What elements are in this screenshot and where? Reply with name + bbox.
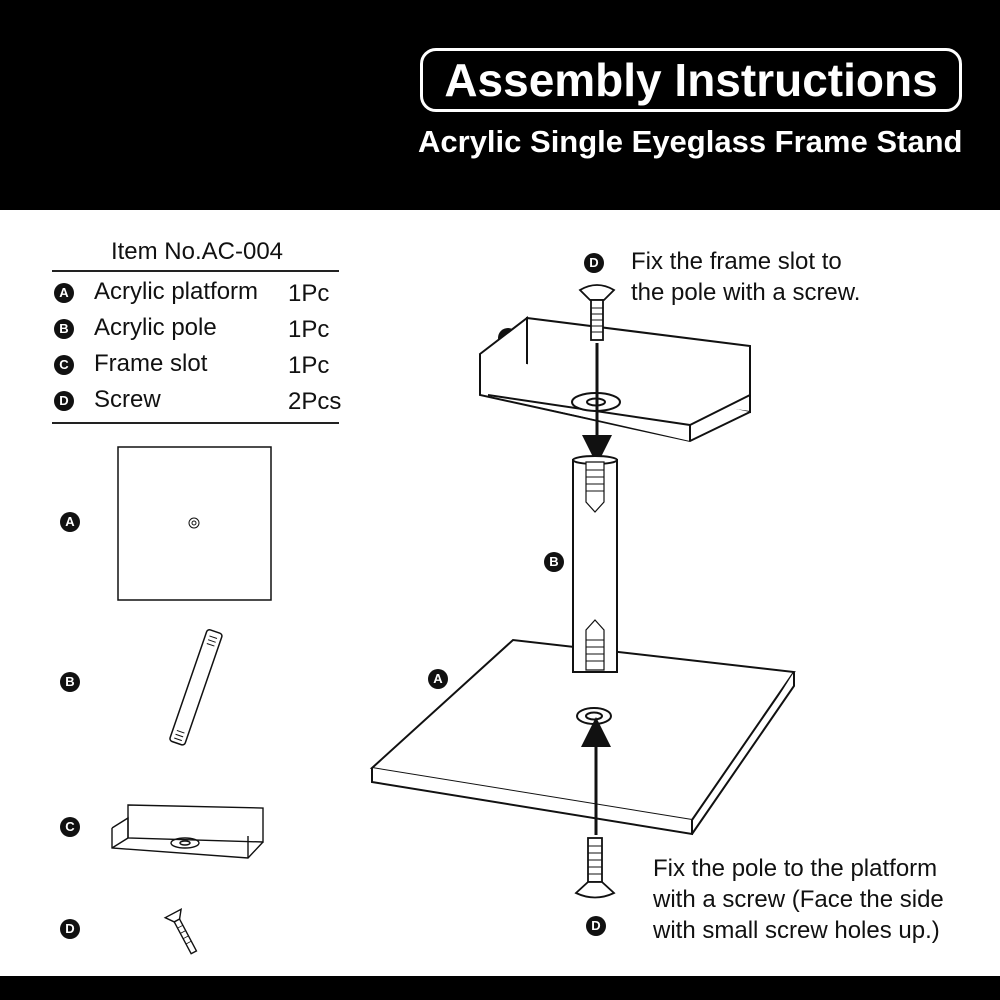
pole-diagram: [572, 455, 618, 673]
step-top-line: the pole with a screw.: [631, 279, 861, 306]
part-name: Screw: [94, 386, 161, 413]
step-top-line: Fix the frame slot to: [631, 248, 842, 275]
part-badge: B: [54, 319, 74, 339]
title-frame: Assembly Instructions: [420, 48, 962, 112]
part-qty: 2Pcs: [288, 388, 342, 415]
page-title: Assembly Instructions: [444, 54, 938, 106]
part-name: Acrylic pole: [94, 314, 217, 341]
step-bottom-line: Fix the pole to the platform: [653, 855, 938, 882]
step-bottom-badge: D: [586, 916, 606, 936]
parts-list-bottom-rule: [52, 422, 339, 424]
thumbnail-badge-c: C: [60, 817, 80, 837]
part-row-c: C Frame slot 1Pc: [52, 348, 352, 384]
step-top-badge: D: [584, 253, 604, 273]
part-badge: D: [54, 391, 74, 411]
part-qty: 1Pc: [288, 352, 330, 379]
thumbnail-badge-a: A: [60, 512, 80, 532]
header-banner: Assembly Instructions Acrylic Single Eye…: [0, 0, 1000, 210]
part-row-d: D Screw 2Pcs: [52, 384, 352, 420]
top-screw-diagram: [578, 284, 616, 341]
diagram-badge-platform: A: [428, 669, 448, 689]
thumbnail-platform: [117, 446, 272, 601]
part-qty: 1Pc: [288, 280, 330, 307]
step-bottom-text: Fix the pole to the platform with a scre…: [653, 853, 944, 946]
parts-list: A Acrylic platform 1Pc B Acrylic pole 1P…: [52, 276, 352, 420]
step-bottom-line: with small screw holes up.): [653, 917, 940, 944]
bottom-screw-diagram: [574, 837, 616, 899]
footer-bar: [0, 976, 1000, 1000]
thumbnail-pole: [169, 628, 223, 746]
diagram-badge-pole: B: [544, 552, 564, 572]
thumbnail-screw: [163, 907, 198, 955]
part-badge: C: [54, 355, 74, 375]
step-top-text: Fix the frame slot to the pole with a sc…: [631, 246, 860, 308]
part-qty: 1Pc: [288, 316, 330, 343]
thumbnail-badge-d: D: [60, 919, 80, 939]
part-name: Frame slot: [94, 350, 208, 377]
step-bottom-line: with a screw (Face the side: [653, 886, 944, 913]
part-row-b: B Acrylic pole 1Pc: [52, 312, 352, 348]
parts-list-top-rule: [52, 270, 339, 272]
part-name: Acrylic platform: [94, 278, 259, 305]
page-subtitle: Acrylic Single Eyeglass Frame Stand: [418, 124, 963, 159]
thumbnail-badge-b: B: [60, 672, 80, 692]
frame-slot-diagram: [478, 315, 751, 443]
thumbnail-frame-slot: [111, 804, 264, 859]
part-row-a: A Acrylic platform 1Pc: [52, 276, 352, 312]
part-badge: A: [54, 283, 74, 303]
item-number: Item No.AC-004: [110, 238, 284, 265]
